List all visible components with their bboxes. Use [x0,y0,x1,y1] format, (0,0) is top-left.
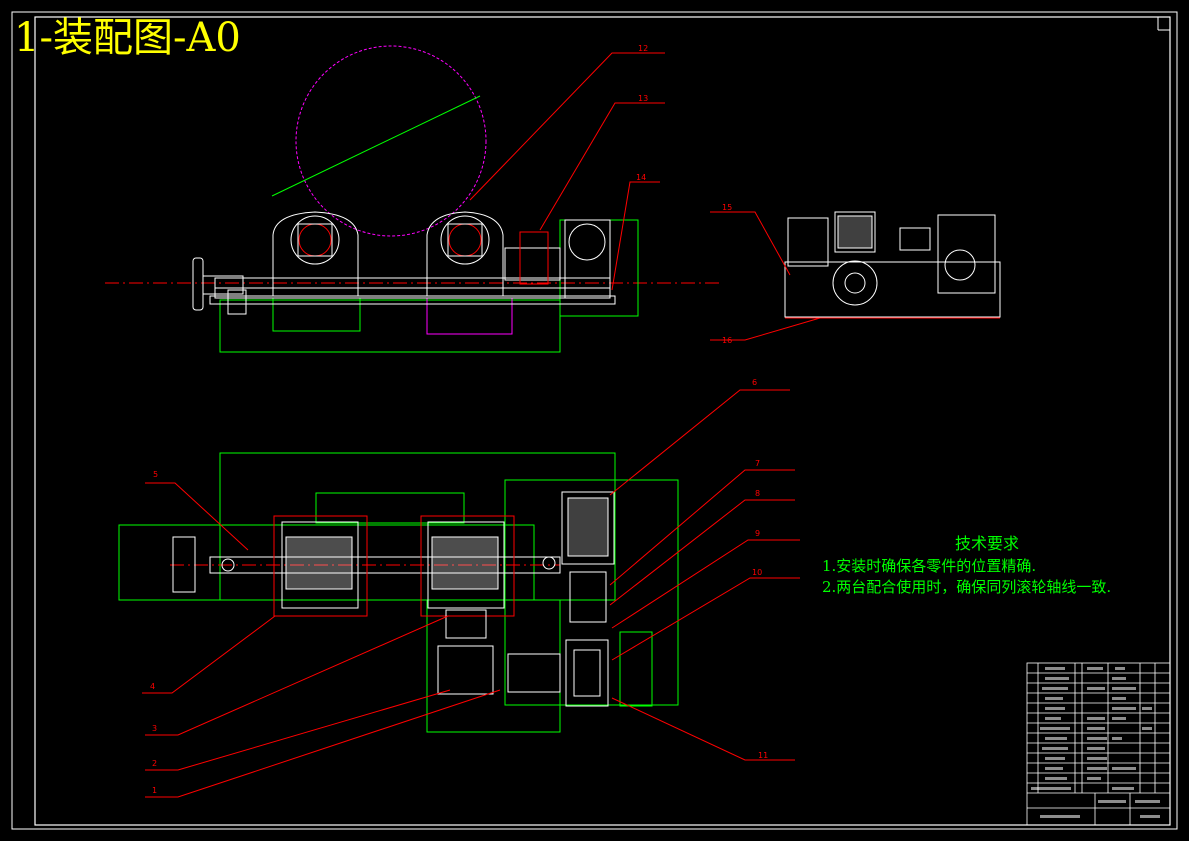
plan-roller-2-hatch [431,536,499,590]
plan-connector-outline [315,492,465,524]
workpiece-circle [295,45,487,237]
balloon-12: 12 [638,44,648,53]
side-gearbox-hub [944,249,976,281]
leader-lines [142,52,821,798]
gearbox [564,219,611,299]
balloon-6: 6 [752,378,757,387]
front-view [105,45,720,353]
side-gearbox [937,214,996,294]
balloon-13: 13 [638,94,648,103]
side-base [784,261,1001,318]
tech-requirements: 技术要求 1.安装时确保各零件的位置精确. 2.两台配合使用时，确保同列滚轮轴线… [822,533,1152,598]
side-brake-box [834,211,876,253]
plan-bearing [542,556,556,570]
plan-shaft [209,556,561,574]
plan-roller-1-outline [273,515,368,617]
tech-requirement-item: 1.安装时确保各零件的位置精确. [822,557,1037,575]
outer-frame [11,11,1178,830]
side-roller-wheel [832,260,878,306]
coupling-outline [519,231,549,285]
workpiece-diameter-line [271,95,481,197]
roller-assembly-1 [272,211,359,297]
balloon-9: 9 [755,529,760,538]
gearbox-flange [568,223,606,261]
tech-requirement-item: 2.两台配合使用时，确保同列滚轮轴线一致. [822,578,1112,596]
balloon-16: 16 [722,336,732,345]
plan-roller-1-hatch [285,536,353,590]
side-motor [787,217,829,267]
plan-drive-motor-fins [567,497,609,557]
balloon-5: 5 [153,470,158,479]
plan-roller-1 [281,521,359,609]
title-block-text-marks [1031,667,1160,818]
balloon-2: 2 [152,759,157,768]
plan-roller-2 [427,521,505,609]
balloon-7: 7 [755,459,760,468]
plan-roller-2-outline [420,515,515,617]
balloon-3: 3 [152,724,157,733]
side-coupling [899,227,931,251]
balloon-8: 8 [755,489,760,498]
drawing-title: 1-装配图-A0 [14,15,241,61]
balloon-11: 11 [758,751,768,760]
plan-coupling-2 [507,653,561,693]
roller-assembly-2 [426,211,504,297]
base-plate [209,295,616,305]
plan-handwheel [172,536,196,593]
plan-reducer [565,639,609,707]
plan-view [118,452,679,733]
balloon-4: 4 [150,682,155,691]
plan-drive-outline [504,479,679,706]
coupling [504,247,561,281]
handwheel-shaft [202,275,244,295]
inner-frame [34,16,1171,826]
balloon-labels: 12 13 14 15 16 6 5 7 8 9 10 4 3 2 1 11 [150,44,768,795]
side-view [784,211,1001,319]
balloon-15: 15 [722,203,732,212]
title-block [1026,662,1171,826]
handwheel [192,257,204,311]
gear-outline [559,219,639,317]
plan-side-outline [619,631,653,707]
plan-reducer-inner [573,649,601,697]
plan-drive-motor [561,491,615,565]
tech-requirements-heading: 技术要求 [954,534,1019,553]
base-outline [219,299,561,353]
roller-seat-outline [272,297,361,332]
side-roller-hub [844,272,866,294]
plan-coupling-1 [445,609,487,639]
plan-handwheel-hub [221,558,235,572]
side-brake-hatch [837,215,873,249]
plan-drive-coupling [569,571,607,623]
bearing-block [227,289,247,315]
balloon-14: 14 [636,173,646,182]
roller-seat-outline-2 [426,297,513,335]
balloon-10: 10 [752,568,762,577]
balloon-1: 1 [152,786,157,795]
plan-frame-outline [219,452,616,601]
plan-motor [437,645,494,695]
